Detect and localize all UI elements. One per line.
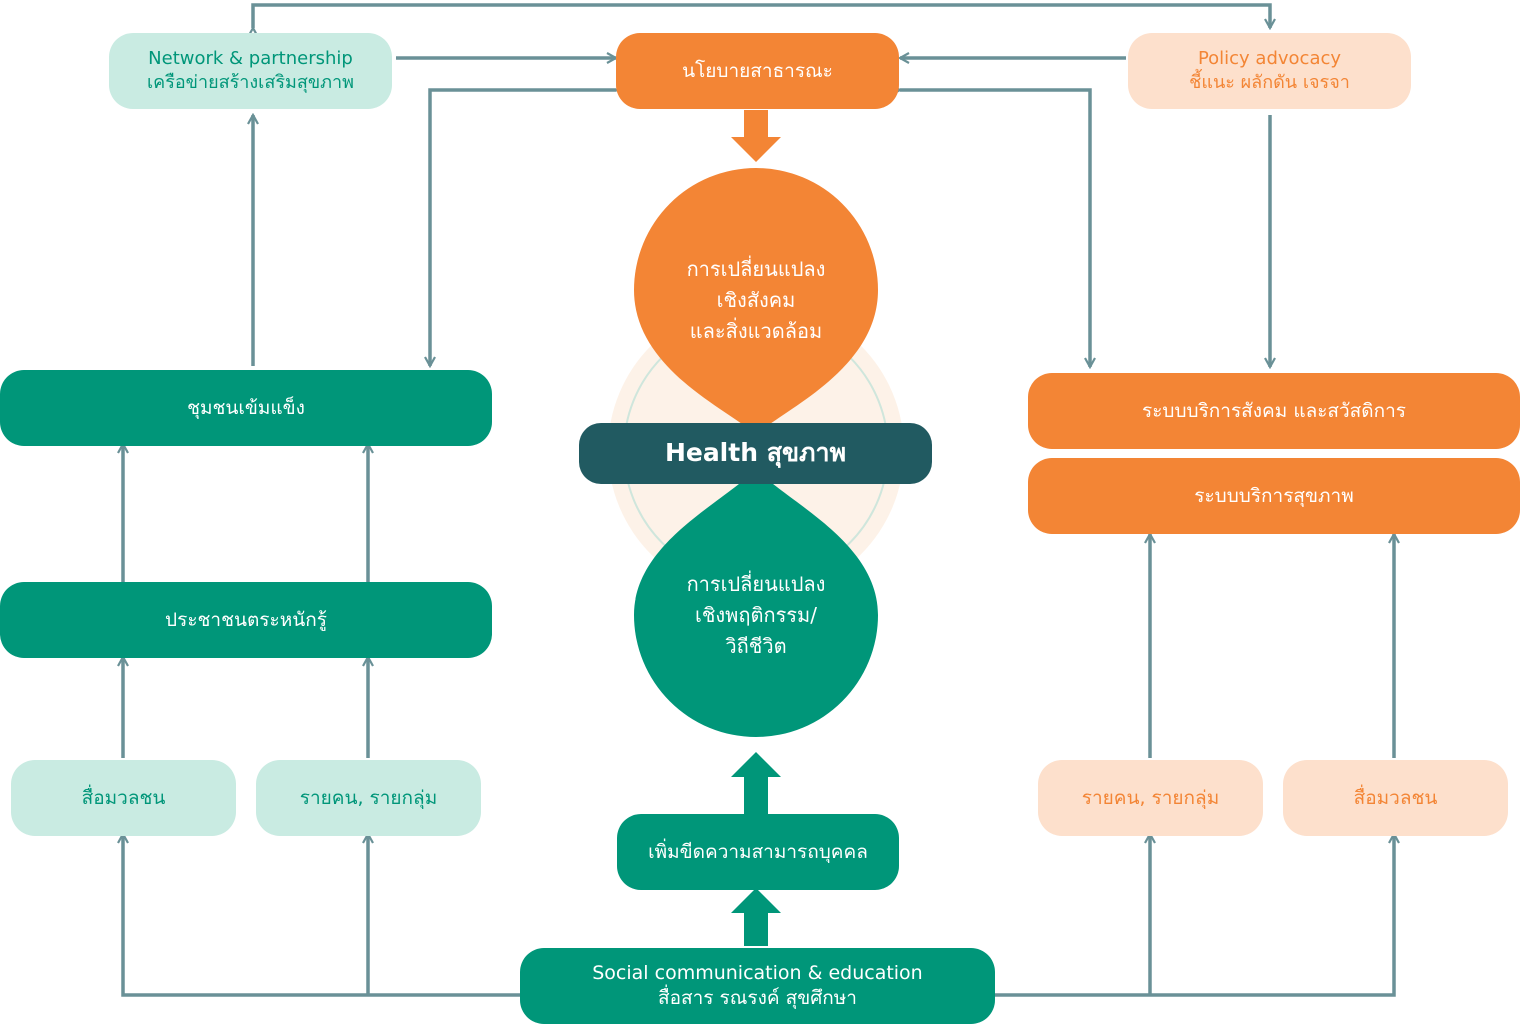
social-change-text: การเปลี่ยนแปลง เชิงสังคม และสิ่งแวดล้อม <box>640 250 872 350</box>
strong-community-box: ชุมชนเข้มแข็ง <box>0 370 492 446</box>
strong-community-label: ชุมชนเข้มแข็ง <box>187 396 305 419</box>
individual-group-left-box: รายคน, รายกลุ่ม <box>256 760 481 836</box>
social-welfare-label: ระบบบริการสังคม และสวัสดิการ <box>1142 399 1406 422</box>
network-title-en: Network & partnership <box>148 47 353 69</box>
connector-comm-to-left-media <box>123 834 520 997</box>
block-arrow-to-social-change <box>731 110 781 162</box>
block-arrow-to-capacity <box>731 888 781 946</box>
block-arrow-to-behavior <box>731 752 781 816</box>
connector-policy-welfare <box>900 90 1090 367</box>
social-communication-title-th: สื่อสาร รณรงค์ สุขศึกษา <box>658 987 857 1009</box>
individual-group-left-label: รายคน, รายกลุ่ม <box>299 786 438 809</box>
network-title-th: เครือข่ายสร้างเสริมสุขภาพ <box>147 72 354 93</box>
public-policy-label: นโยบายสาธารณะ <box>682 59 833 82</box>
capacity-box: เพิ่มขีดความสามารถบุคคล <box>617 814 899 890</box>
mass-media-right-label: สื่อมวลชน <box>1353 786 1438 809</box>
mass-media-left-box: สื่อมวลชน <box>11 760 236 836</box>
social-welfare-box: ระบบบริการสังคม และสวัสดิการ <box>1028 373 1520 449</box>
behavior-change-text: การเปลี่ยนแปลง เชิงพฤติกรรม/ วิถีชีวิต <box>640 565 872 665</box>
health-service-label: ระบบบริการสุขภาพ <box>1194 484 1354 507</box>
policy-advocacy-title-th: ชี้แนะ ผลักดัน เจรจา <box>1189 72 1350 93</box>
public-awareness-box: ประชาชนตระหนักรู้ <box>0 582 492 658</box>
social-communication-box: Social communication & education สื่อสาร… <box>520 948 995 1024</box>
behavior-change-line-1: การเปลี่ยนแปลง <box>686 571 826 596</box>
capacity-label: เพิ่มขีดความสามารถบุคคล <box>648 840 868 863</box>
behavior-change-line-2: เชิงพฤติกรรม/ <box>695 602 817 627</box>
individual-group-right-label: รายคน, รายกลุ่ม <box>1081 786 1220 809</box>
individual-group-right-box: รายคน, รายกลุ่ม <box>1038 760 1263 836</box>
social-change-drop <box>634 168 878 435</box>
connector-top-frame <box>253 3 1270 28</box>
social-change-line-3: และสิ่งแวดล้อม <box>689 318 823 343</box>
mass-media-left-label: สื่อมวลชน <box>81 786 166 809</box>
social-change-line-2: เชิงสังคม <box>716 287 796 312</box>
health-bar: Health สุขภาพ <box>579 423 932 484</box>
connector-comm-to-right-media <box>995 834 1394 997</box>
behavior-change-drop <box>634 468 878 737</box>
social-communication-title-en: Social communication & education <box>592 962 923 985</box>
health-service-box: ระบบบริการสุขภาพ <box>1028 458 1520 534</box>
policy-advocacy-title-en: Policy advocacy <box>1197 47 1342 69</box>
public-policy-box: นโยบายสาธารณะ <box>616 33 899 109</box>
connector-policy-community <box>430 90 616 366</box>
health-label: Health สุขภาพ <box>664 438 847 468</box>
behavior-change-line-3: วิถีชีวิต <box>725 633 787 658</box>
policy-advocacy-box: Policy advocacy ชี้แนะ ผลักดัน เจรจา <box>1128 33 1411 109</box>
network-partnership-box: Network & partnership เครือข่ายสร้างเสริ… <box>109 33 392 109</box>
social-change-line-1: การเปลี่ยนแปลง <box>686 256 826 281</box>
public-awareness-label: ประชาชนตระหนักรู้ <box>165 608 327 631</box>
mass-media-right-box: สื่อมวลชน <box>1283 760 1508 836</box>
